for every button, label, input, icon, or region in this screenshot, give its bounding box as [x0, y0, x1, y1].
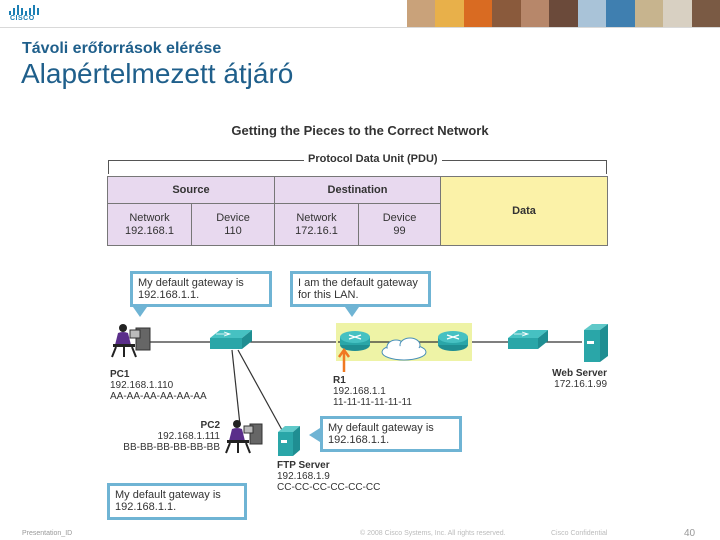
pdu-destination-header: Destination: [275, 177, 441, 204]
pc1-mac: AA-AA-AA-AA-AA-AA: [110, 391, 207, 402]
pc2-bubble-line1: My default gateway is: [115, 489, 221, 501]
router-r1-icon: [340, 331, 370, 351]
pc2-name: PC2: [200, 420, 220, 431]
slide-subtitle: Távoli erőforrások elérése: [22, 40, 222, 57]
pc1-icon: [111, 324, 151, 358]
header-rule: [0, 27, 720, 28]
pdu-source-header: Source: [108, 177, 275, 204]
ftp-bubble-tail: [309, 428, 320, 442]
ftp-server-ip: 192.168.1.9: [277, 471, 330, 482]
ftp-gateway-bubble: My default gateway is 192.168.1.1.: [320, 416, 462, 452]
footer-copyright: © 2008 Cisco Systems, Inc. All rights re…: [360, 530, 506, 537]
ftp-bubble-line2: 192.168.1.1.: [328, 434, 390, 446]
pc1-gateway-bubble: My default gateway is 192.168.1.1.: [130, 271, 272, 307]
r1-gateway-bubble: I am the default gateway for this LAN.: [290, 271, 431, 307]
pc1-bubble-line1: My default gateway is: [138, 277, 244, 289]
page-number: 40: [684, 528, 696, 539]
link-switch1-pc2: [231, 349, 241, 426]
pdu-src-network-value: 192.168.1: [125, 225, 174, 237]
r1-name: R1: [333, 375, 346, 386]
r1-bubble-tail: [345, 307, 359, 317]
logo-wordmark: CISCO: [10, 15, 35, 22]
slide-title: Alapértelmezett átjáró: [21, 58, 294, 89]
pc2-bubble-line2: 192.168.1.1.: [115, 501, 177, 513]
ftp-bubble-line1: My default gateway is: [328, 422, 434, 434]
r1-arrow-icon: [337, 347, 351, 372]
ftp-server-name: FTP Server: [277, 460, 330, 471]
pdu-data: Data: [441, 177, 607, 245]
cisco-logo: CISCO: [8, 4, 42, 24]
web-server-ip: 172.16.1.99: [554, 379, 607, 390]
pc2-mac: BB-BB-BB-BB-BB-BB: [123, 442, 220, 453]
web-server-icon: [584, 324, 608, 362]
pdu-src-network-label: Network: [129, 212, 170, 224]
web-server-label: Web Server 172.16.1.99: [530, 368, 607, 390]
pdu-table: Source Destination Network 192.168.1 Dev…: [107, 176, 608, 246]
pc1-label: PC1 192.168.1.110 AA-AA-AA-AA-AA-AA: [110, 369, 207, 402]
pc2-label: PC2 192.168.1.111 BB-BB-BB-BB-BB-BB: [116, 420, 220, 453]
pdu-src-device-label: Device: [216, 212, 250, 224]
pdu-src-device-value: 110: [224, 225, 242, 237]
pc1-bubble-tail: [133, 307, 147, 317]
ftp-server-label: FTP Server 192.168.1.9 CC-CC-CC-CC-CC-CC: [277, 460, 380, 493]
r1-label: R1 192.168.1.1 11-11-11-11-11-11: [333, 375, 412, 408]
pdu-dst-device-label: Device: [382, 212, 417, 224]
r1-ip: 192.168.1.1: [333, 386, 386, 397]
pdu-dst-network: Network 172.16.1: [275, 204, 359, 246]
pdu-dst-network-value: 172.16.1: [295, 225, 338, 237]
pc1-ip: 192.168.1.110: [110, 380, 174, 391]
r1-bubble-line1: I am the default gateway: [298, 277, 418, 289]
footer-confidential: Cisco Confidential: [551, 530, 608, 537]
ftp-server-mac: CC-CC-CC-CC-CC-CC: [277, 482, 381, 493]
web-server-name: Web Server: [552, 368, 607, 379]
pc2-ip: 192.168.1.111: [157, 431, 220, 442]
pdu-dst-device-value: 99: [393, 225, 406, 237]
ftp-server-icon: [278, 426, 300, 456]
switch2-icon: [508, 330, 548, 349]
pc2-icon: [225, 420, 263, 454]
footer-presentation-id: Presentation_ID: [22, 530, 73, 537]
cloud-icon: [381, 337, 427, 361]
pdu-src-device: Device 110: [192, 204, 275, 246]
pc2-gateway-bubble: My default gateway is 192.168.1.1.: [107, 483, 247, 520]
top-bar: CISCO: [0, 0, 720, 27]
pc1-name: PC1: [110, 369, 130, 380]
switch1-icon: [210, 330, 252, 349]
r1-bubble-line2: for this LAN.: [298, 289, 359, 301]
r1-mac: 11-11-11-11-11-11: [333, 397, 412, 408]
pdu-src-network: Network 192.168.1: [108, 204, 192, 246]
pdu-dst-network-label: Network: [296, 212, 337, 224]
photo-strip: [407, 0, 720, 27]
pc1-bubble-line2: 192.168.1.1.: [138, 289, 200, 301]
figure-title: Getting the Pieces to the Correct Networ…: [231, 123, 489, 138]
link-switch1-ftp: [237, 349, 283, 431]
pdu-label: Protocol Data Unit (PDU): [304, 153, 442, 165]
router-r2-icon: [438, 331, 468, 351]
pdu-dst-device: Device 99: [359, 204, 441, 246]
